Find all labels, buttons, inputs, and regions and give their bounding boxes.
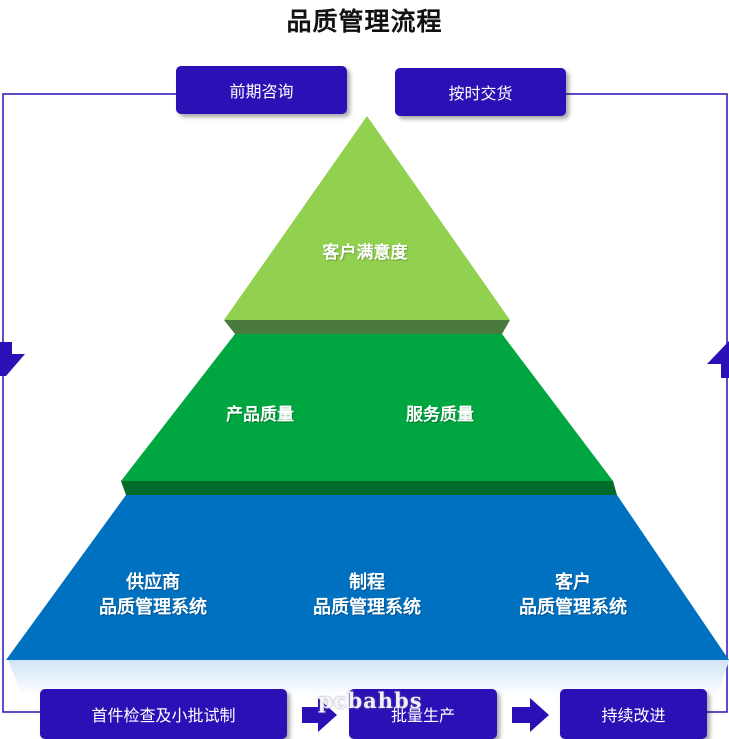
diagram-title: 品质管理流程 xyxy=(286,7,443,36)
pyramid-top-layer xyxy=(224,116,510,320)
step-consulting-box[interactable]: 前期咨询 xyxy=(176,66,347,114)
customer-label-line1: 客户 xyxy=(555,572,591,593)
supplier-label-line2: 品质管理系统 xyxy=(99,597,207,618)
pyramid-bottom-shadow xyxy=(8,660,729,695)
product-quality-label: 产品质量 xyxy=(226,405,294,425)
process-label-line1: 制程 xyxy=(349,572,385,593)
customer-label-line2: 品质管理系统 xyxy=(519,597,627,618)
customer-quality-label: 客户 品质管理系统 xyxy=(498,570,648,620)
watermark-text: pcbahbs xyxy=(318,688,423,713)
process-loop-line xyxy=(2,93,176,713)
process-loop-line-right xyxy=(566,93,728,713)
supplier-quality-label: 供应商 品质管理系统 xyxy=(78,570,228,620)
service-quality-label: 服务质量 xyxy=(406,405,474,425)
step-delivery-box[interactable]: 按时交货 xyxy=(395,68,566,116)
pyramid-middle-layer xyxy=(121,334,613,481)
process-label-line2: 品质管理系统 xyxy=(313,597,421,618)
pyramid-middle-edge xyxy=(121,481,617,495)
up-arrow-icon xyxy=(707,341,729,378)
step-mass-production-box[interactable]: 批量生产 xyxy=(349,689,497,739)
right-arrow-icon xyxy=(302,698,337,732)
customer-satisfaction-label: 客户满意度 xyxy=(322,243,408,263)
right-arrow-icon xyxy=(512,698,549,732)
pyramid-top-edge xyxy=(224,320,510,334)
pyramid-bottom-layer xyxy=(6,495,729,660)
supplier-label-line1: 供应商 xyxy=(126,572,180,593)
step-continuous-improvement-box[interactable]: 持续改进 xyxy=(560,689,707,739)
step-first-article-box[interactable]: 首件检查及小批试制 xyxy=(40,689,287,739)
down-arrow-icon xyxy=(0,342,25,376)
process-quality-label: 制程 品质管理系统 xyxy=(292,570,442,620)
